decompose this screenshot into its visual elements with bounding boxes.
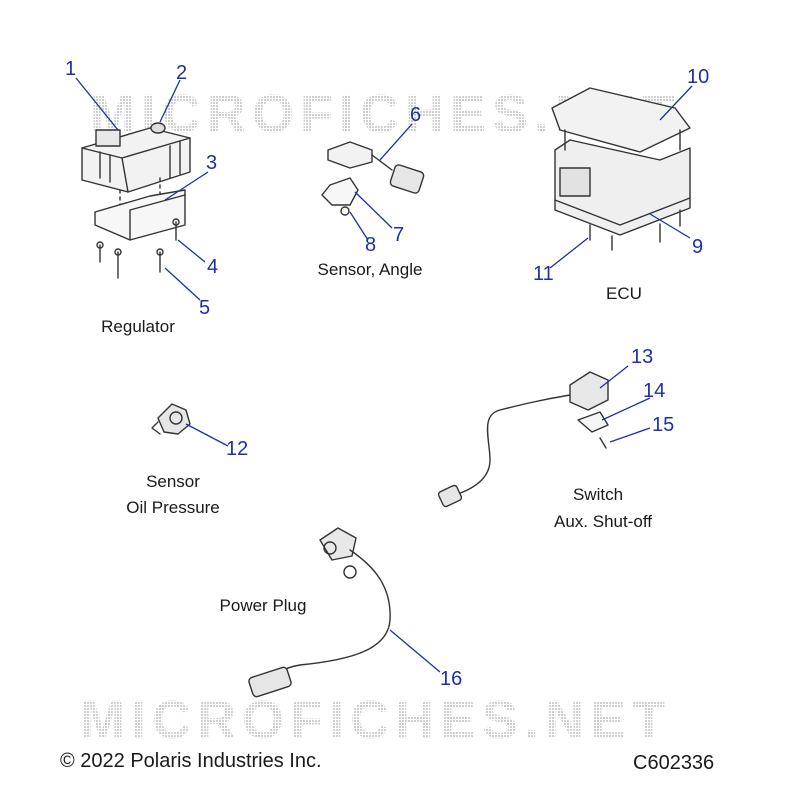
caption-sensor-oil-line1: Sensor	[146, 472, 200, 491]
callout-1: 1	[65, 58, 77, 80]
callout-4: 4	[207, 256, 219, 278]
callout-7: 7	[393, 224, 405, 246]
oil-pressure-sensor-illustration	[151, 403, 191, 435]
callout-14: 14	[643, 380, 666, 402]
callout-2: 2	[176, 62, 188, 84]
watermark-bottom: MICROFICHES.NET	[80, 690, 671, 750]
diagram-code: C602336	[633, 752, 715, 774]
caption-sensor-oil-line2: Oil Pressure	[126, 498, 220, 517]
callout-16: 16	[440, 668, 463, 690]
caption-regulator: Regulator	[101, 317, 175, 336]
callout-13: 13	[631, 346, 654, 368]
callout-6: 6	[410, 104, 422, 126]
callout-9: 9	[692, 236, 704, 258]
callout-11: 11	[533, 263, 554, 285]
caption-switch-line2: Aux. Shut-off	[554, 512, 652, 531]
callout-5: 5	[199, 297, 211, 319]
ecu-illustration	[551, 87, 691, 251]
callout-15: 15	[652, 414, 675, 436]
caption-ecu: ECU	[606, 284, 642, 303]
callout-8: 8	[365, 234, 377, 256]
angle-sensor-illustration	[321, 141, 425, 216]
callout-10: 10	[687, 66, 710, 88]
caption-power-plug: Power Plug	[219, 596, 307, 615]
leader-lines	[75, 77, 693, 673]
caption-sensor-angle: Sensor, Angle	[317, 260, 423, 279]
callout-12: 12	[226, 438, 249, 460]
caption-switch-line1: Switch	[572, 485, 624, 504]
regulator-illustration	[81, 122, 191, 279]
copyright-text: © 2022 Polaris Industries Inc.	[60, 750, 322, 772]
power-plug-illustration	[248, 527, 391, 698]
callout-3: 3	[206, 152, 218, 174]
aux-switch-illustration	[437, 371, 609, 508]
